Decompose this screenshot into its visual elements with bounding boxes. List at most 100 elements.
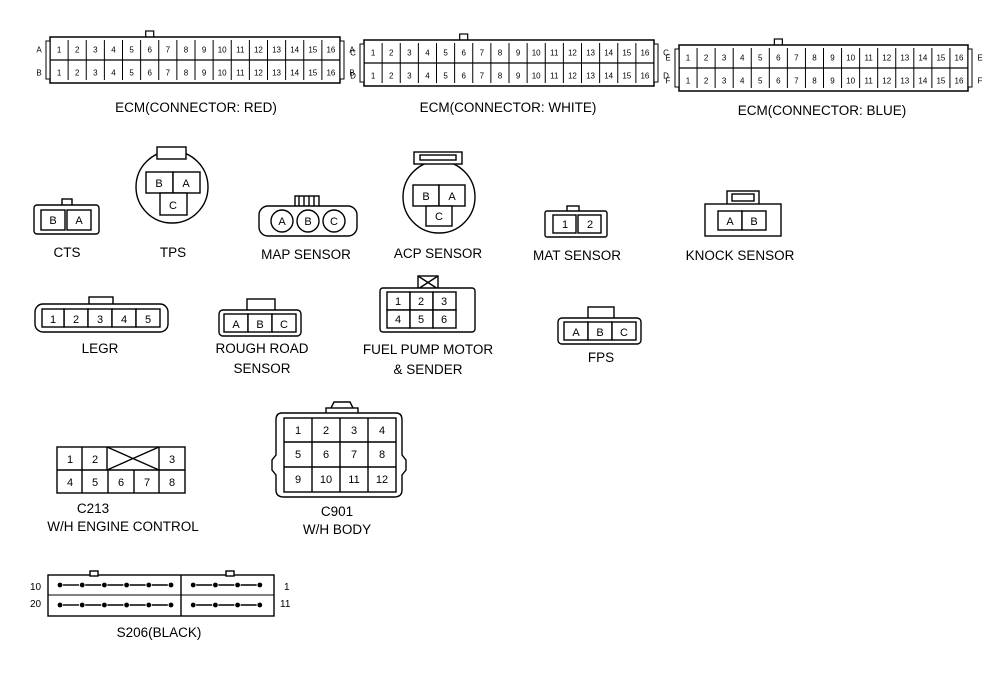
c901-pin-7: 7 [351,449,357,461]
ecm-white-pin-row1-15: 15 [622,49,631,58]
tps-pin-c: C [169,200,177,212]
ecm-red-pin-row1-16: 16 [326,46,335,55]
ecm-blue-pin-row1-15: 15 [936,54,945,63]
ecm-blue-pin-row2-2: 2 [704,77,709,86]
ecm-white-pin-row1-11: 11 [550,49,559,58]
acp-pin-a: A [448,191,456,203]
ecm-blue-pin-row2-9: 9 [830,77,835,86]
map-pin-b: B [304,216,311,228]
ecm-blue-pin-row2-6: 6 [776,77,781,86]
knock-sensor-label: KNOCK SENSOR [686,248,795,263]
ecm-white-pin-row1-5: 5 [443,49,448,58]
ecm-blue-pin-row2-5: 5 [758,77,763,86]
s206-pin-dot [257,602,263,608]
ecm-blue-pin-row2-16: 16 [955,77,964,86]
ecm-red-pin-row1-6: 6 [147,46,152,55]
legr-pin-1: 1 [50,314,56,326]
rough-pin-a: A [232,319,240,331]
s206-pin-dot [235,582,241,588]
s206-pin-dot [124,602,129,608]
ecm-white-pin-row1-1: 1 [371,49,376,58]
ecm-blue-pin-row2-8: 8 [812,77,817,86]
ecm-red-pin-row1-12: 12 [254,46,263,55]
c901-pin-11: 11 [348,474,359,486]
c213-pin-4: 4 [67,477,73,489]
cts-pin-a: A [75,215,83,227]
ecm-red-pin-row2-14: 14 [290,69,299,78]
ecm-white-pin-row2-6: 6 [461,72,466,81]
ecm-blue-right-letter: F [978,77,983,86]
ecm-red-pin-row2-3: 3 [93,69,98,78]
fuel-pin-4: 4 [395,314,401,326]
ecm-red-right-letter: A [349,46,355,55]
ecm-white-pin-row1-4: 4 [425,49,430,58]
ecm-blue-pin-row2-1: 1 [686,77,691,86]
ecm-white-pin-row2-12: 12 [568,72,577,81]
ecm-white-right-letter: D [663,72,669,81]
legr-pin-3: 3 [97,314,103,326]
cts-pin-b: B [49,215,56,227]
ecm-white-left-letter: D [350,72,356,81]
fuel-pin-3: 3 [441,296,447,308]
rough-road-label-line2: SENSOR [233,361,290,376]
s206-pin-dot [213,582,218,588]
rough-road-sensor-connector [218,298,302,337]
rough-pin-b: B [256,319,263,331]
ecm-blue-left-letter: E [665,54,670,63]
ecm-blue-left-letter: F [666,77,671,86]
mat-pin-2: 2 [587,219,593,231]
ecm-red-left-letter: B [36,69,41,78]
s206-pin-dot [213,602,218,608]
ecm-white-left-letter: C [350,49,356,58]
map-pin-c: C [330,216,338,228]
s206-pin-dots [57,582,263,608]
s206-pin-dot [257,582,263,588]
s206-pin-dot [124,582,129,588]
ecm-red-pin-row2-9: 9 [202,69,207,78]
mat-sensor-label: MAT SENSOR [533,248,621,263]
tps-pin-a: A [182,178,190,190]
ecm-white-pin-row2-5: 5 [443,72,448,81]
ecm-blue-pin-row2-13: 13 [900,77,909,86]
ecm-red-left-letter: A [36,46,42,55]
ecm-white-pin-row2-14: 14 [604,72,613,81]
ecm-blue-pin-row1-12: 12 [882,54,891,63]
map-sensor-connector [258,195,358,237]
fuel-pump-connector [379,275,476,333]
ecm-blue-pin-row2-7: 7 [794,77,799,86]
acp-pin-b: B [422,191,429,203]
c213-connector [56,446,186,494]
s206-pin-dot [57,602,63,608]
c901-pin-5: 5 [295,449,301,461]
ecm-red-pin-row1-2: 2 [75,46,80,55]
ecm-blue-pin-row1-5: 5 [758,54,763,63]
ecm-red-pin-row2-12: 12 [254,69,263,78]
ecm-blue-pin-row1-6: 6 [776,54,781,63]
ecm-blue-pin-row2-12: 12 [882,77,891,86]
fps-pin-b: B [596,327,603,339]
c901-pins: 1 2 3 4 5 6 7 8 9 10 11 12 [295,425,388,486]
tps-pin-b: B [155,178,162,190]
cts-label: CTS [54,245,81,260]
c213-pin-2: 2 [92,454,98,466]
s206-pin-dot [57,582,63,588]
rough-pin-c: C [280,319,288,331]
ecm-red-pin-row1-10: 10 [218,46,227,55]
ecm-red-pin-row2-5: 5 [129,69,134,78]
ecm-white-pin-row1-10: 10 [532,49,541,58]
ecm-white-pin-row2-16: 16 [640,72,649,81]
c901-pin-9: 9 [295,474,301,486]
legr-pin-5: 5 [145,314,151,326]
ecm-red-pin-row2-6: 6 [147,69,152,78]
s206-connector [47,570,275,617]
ecm-blue-pin-row2-15: 15 [936,77,945,86]
fuel-pump-label-line1: FUEL PUMP MOTOR [363,342,494,357]
c213-label-line2: W/H ENGINE CONTROL [47,519,199,534]
ecm-blue-pin-row1-14: 14 [918,54,927,63]
c901-pin-6: 6 [323,449,329,461]
ecm-white-pin-row2-8: 8 [498,72,503,81]
